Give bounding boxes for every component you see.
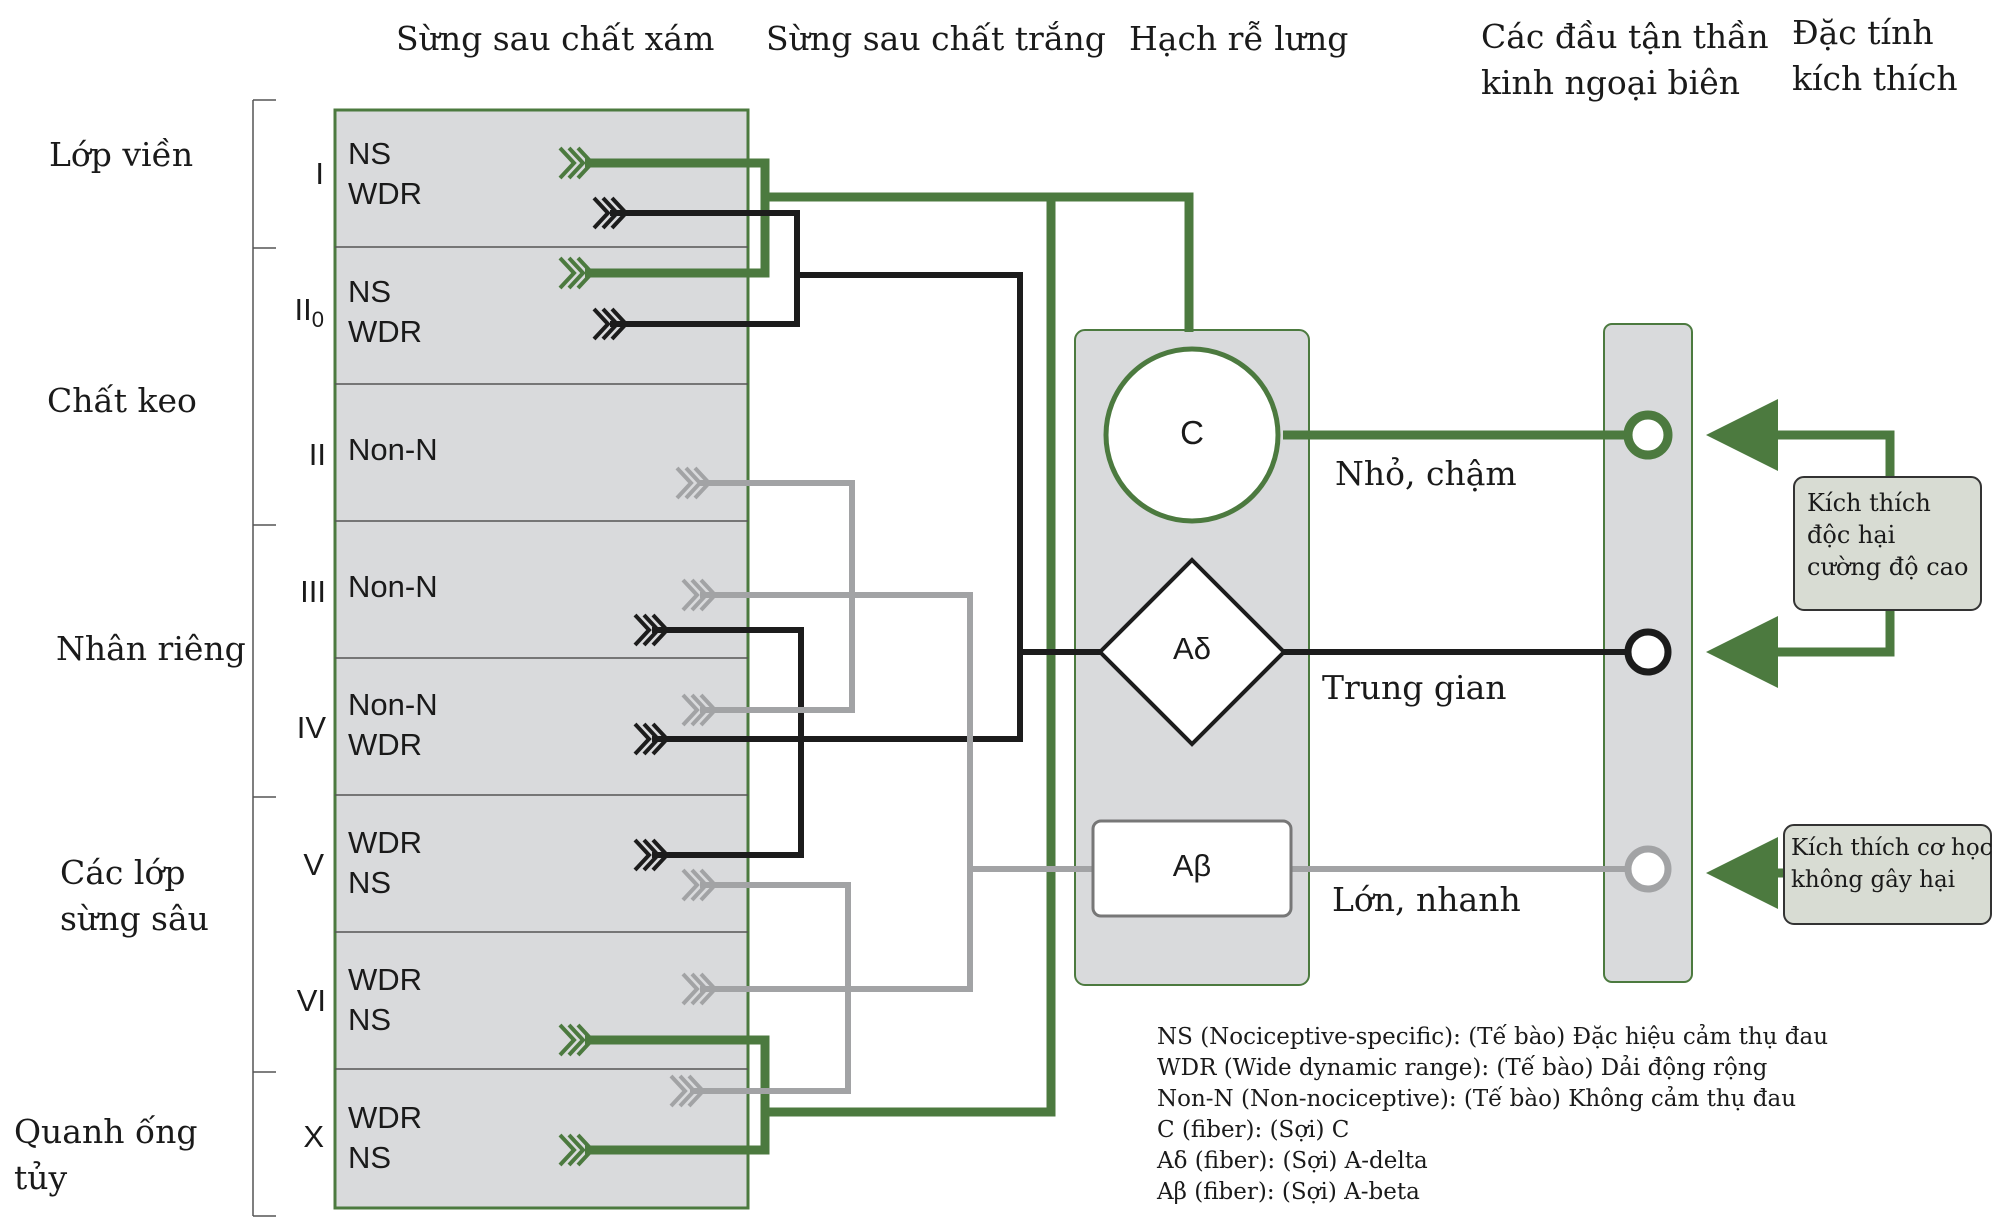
header-nerve-endings: Các đầu tận thần kinh ngoại biên <box>1481 17 1769 102</box>
legend-item: NS (Nociceptive-specific): (Tế bào) Đặc … <box>1157 1024 1829 1050</box>
innocuous-stimulus-box <box>1783 824 1992 925</box>
header-white-matter: Sừng sau chất trắng <box>766 19 1106 58</box>
c-fiber-label: Nhỏ, chậm <box>1335 454 1517 493</box>
c-ending <box>1623 410 1673 460</box>
header-ganglion: Hạch rễ lưng <box>1129 19 1349 58</box>
adelta-fiber-paths <box>610 210 1628 858</box>
region-nucleus-proprius: Nhân riêng <box>56 629 246 668</box>
c-neuron-label: C <box>1180 414 1204 451</box>
lamina-number: X <box>303 1119 324 1154</box>
lamina-number: III <box>300 574 326 609</box>
header-gray-matter: Sừng sau chất xám <box>396 19 715 58</box>
lamina-cells: WDR NS <box>348 1100 423 1175</box>
abeta-fiber-paths <box>690 480 1628 1094</box>
legend-item: C (fiber): (Sợi) C <box>1157 1117 1350 1143</box>
region-marginal: Lớp viền <box>49 135 194 174</box>
legend-item: WDR (Wide dynamic range): (Tế bào) Dải đ… <box>1157 1055 1768 1081</box>
adelta-neuron-label: Aδ <box>1173 631 1211 666</box>
lamina-cells: Non-N <box>348 432 438 467</box>
lamina-number: IV <box>296 710 326 745</box>
lamina-number: II <box>308 437 326 472</box>
region-gelatinosa: Chất keo <box>47 381 197 420</box>
legend-item: Non-N (Non-nociceptive): (Tế bào) Không … <box>1157 1086 1797 1112</box>
lamina-cells: Non-N WDR <box>348 687 438 762</box>
abeta-neuron-label: Aβ <box>1172 848 1212 883</box>
legend-item: Aβ (fiber): (Sợi) A-beta <box>1157 1179 1420 1205</box>
region-periependymal: Quanh ống tủy <box>14 1112 198 1197</box>
innocuous-stimulus-text: Kích thích cơ học không gây hại <box>1791 835 1993 893</box>
legend-item: Aδ (fiber): (Sợi) A-delta <box>1157 1148 1428 1174</box>
legend: NS (Nociceptive-specific): (Tế bào) Đặc … <box>1157 1022 1828 1208</box>
adelta-fiber-label: Trung gian <box>1322 668 1507 707</box>
gray-matter-panel <box>333 108 750 1210</box>
region-brackets <box>252 99 276 1217</box>
region-deep-laminae: Các lớp sừng sâu <box>60 853 209 938</box>
adelta-neuron <box>1097 557 1287 747</box>
adelta-ending <box>1624 628 1672 676</box>
header-stimulus: Đặc tính kích thích <box>1792 13 1958 98</box>
noxious-stimulus-text: Kích thích độc hại cường độ cao <box>1807 489 1969 581</box>
lamina-cells: NS WDR <box>348 274 423 349</box>
abeta-ending <box>1624 845 1672 893</box>
c-neuron <box>1103 346 1281 524</box>
lamina-number: VI <box>296 983 326 1018</box>
lamina-number: II0 <box>294 292 324 333</box>
noxious-stimulus-box <box>1793 476 1982 611</box>
lamina-number: V <box>303 847 324 882</box>
lamina-cells: Non-N <box>348 569 438 604</box>
lamina-cells: WDR NS <box>348 825 423 900</box>
lamina-cells: WDR NS <box>348 962 423 1037</box>
lamina-dividers <box>335 246 748 1070</box>
lamina-number: I <box>315 156 324 191</box>
abeta-fiber-label: Lớn, nhanh <box>1332 880 1521 919</box>
lamina-cells: NS WDR <box>348 136 423 211</box>
abeta-neuron <box>1091 819 1293 918</box>
